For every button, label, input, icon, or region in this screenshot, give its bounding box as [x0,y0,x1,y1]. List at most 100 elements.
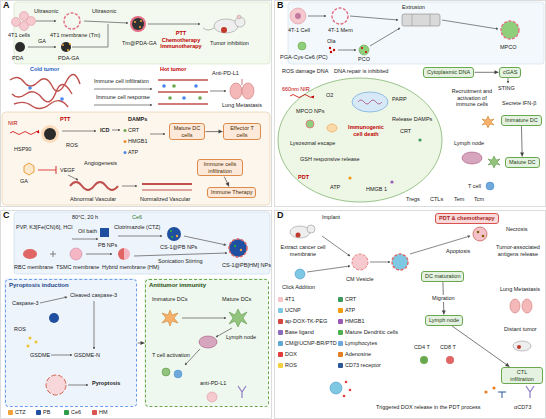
panel-b-art-shape [442,20,498,29]
panel-a-art [2,2,270,205]
text-label: Lung Metastasis [222,102,262,109]
legend-item: HM [92,409,108,416]
panel-d-art-shape [517,345,521,349]
panel-a-art-shape [61,42,71,52]
panel-b-art-shape [333,49,335,51]
panel-d-art-shape [349,389,352,392]
figure-panel: DPDT & chemotherapyDC maturationLymph no… [274,210,546,419]
panel-a-art-shape [36,21,56,22]
legend-text: Adenosine [345,351,371,357]
text-label: RBC membrane [14,264,53,271]
legend-swatch [64,410,69,415]
panel-c-art-shape [35,341,38,344]
text-label: Mature DCs [222,296,251,303]
panel-b-art-shape [430,14,431,26]
text-label: Cold tumor [30,66,59,73]
legend-swatch [278,308,283,313]
text-label: Hot tumor [160,66,186,73]
text-label: VEGF [60,167,75,174]
legend-item: HMGB1 [338,318,365,325]
panel-b-art-shape [352,92,388,112]
text-label: 4T1 membrane (Tm) [50,32,100,39]
legend-swatch [278,330,283,335]
node-text: cGAS [503,69,517,76]
panel-d-art-shape [345,381,348,384]
panel-a-art-shape [38,170,56,171]
connector [475,70,499,74]
text-label: Extract cancer cell membrane [278,244,328,257]
panel-a-art-shape [84,21,128,23]
text-label: Clotrimazole (CTZ) [114,224,160,231]
legend-text: CM@UCNP-BR/PTD [285,340,337,346]
panel-b-art-shape [365,51,367,53]
node-text: CTL infiltration [505,369,539,382]
legend-text: HMGB1 [345,318,365,324]
panel-a-art-shape [150,134,165,135]
legend-text: PB [43,409,50,415]
legend-text: Base ligand [285,329,314,335]
panel-d-art-shape [392,254,408,270]
text-label: 4T1 cells [8,32,30,39]
panel-a-art-shape [158,91,208,92]
text-label: ATP [330,184,340,191]
node-text: Antitumor immunity [146,280,268,291]
text-label: Implant [322,214,340,221]
figure-panel: CPyroptosis inductionAntitumor immunity [0,210,272,419]
connector-line [521,126,523,156]
panel-c-art-shape [199,336,217,348]
text-label: PARP [392,96,407,103]
legend-swatch [8,410,13,415]
legend-text: UCNP [285,307,301,313]
panel-c-art-shape [176,235,178,237]
panel-c-art-shape [144,278,268,406]
panel-a-art-shape [10,132,39,135]
text-label: TSMC membrane [56,264,99,271]
legend-swatch [36,410,41,415]
panel-a-art-shape [122,186,137,187]
text-label: MPCO NPs [296,108,324,115]
panel-a-art-shape [44,128,56,140]
text-label: PDA [12,55,23,62]
panel-d-art-shape [498,392,506,398]
text-label: Tregs [406,196,420,203]
legend-swatch [278,363,283,368]
panel-b-art-shape [278,78,442,202]
panel-b-art-shape [370,28,400,46]
text-label: GA [38,38,46,45]
legend-item: PB [36,409,50,416]
panel-d-art-shape [492,386,495,389]
panel-a-art-shape [67,49,69,51]
panel-a-art-shape [12,18,21,27]
text-label: Tumor inhibition [210,40,249,47]
panel-c-art-shape [207,392,217,402]
legend-text: ap-DOX-TK-PEG [285,318,327,324]
legend-swatch [338,352,343,357]
panel-b-art-shape [329,47,331,49]
text-label: CM Vesicle [346,276,374,283]
text-label: αCD73 [514,404,531,411]
text-label: Tm@PDA-GA [122,40,157,47]
text-label: ROS damage DNA [282,68,328,75]
panel-a-art-shape [27,17,36,26]
text-label: CD4 T [414,344,430,351]
text-label: Oil bath [78,228,97,235]
connector [206,130,223,134]
panel-d-art-shape [330,382,342,394]
text-label: Lymph node [226,334,256,341]
text-label: Tumor-associated antigens release [494,244,542,257]
panel-a-art-shape [69,43,71,45]
text-label: GA [20,178,28,185]
panel-d-art-shape [295,269,305,279]
text-label: Pyroptosis [92,380,120,387]
text-label: Lymph node [454,140,484,147]
text-label: Lysosomal escape [290,140,335,147]
panel-d-art-shape [420,356,428,364]
legend-text: DOX [285,351,297,357]
text-label: PTT Chemotherapy Immunotherapy [160,30,202,50]
panel-b-art-shape [348,176,351,179]
panel-a-art-shape [112,130,120,131]
legend-item: Lymphocytes [338,340,377,347]
panel-b-art-shape [482,116,494,128]
text-label: GSDME [30,352,50,359]
text-label: Click Addition [282,284,315,291]
